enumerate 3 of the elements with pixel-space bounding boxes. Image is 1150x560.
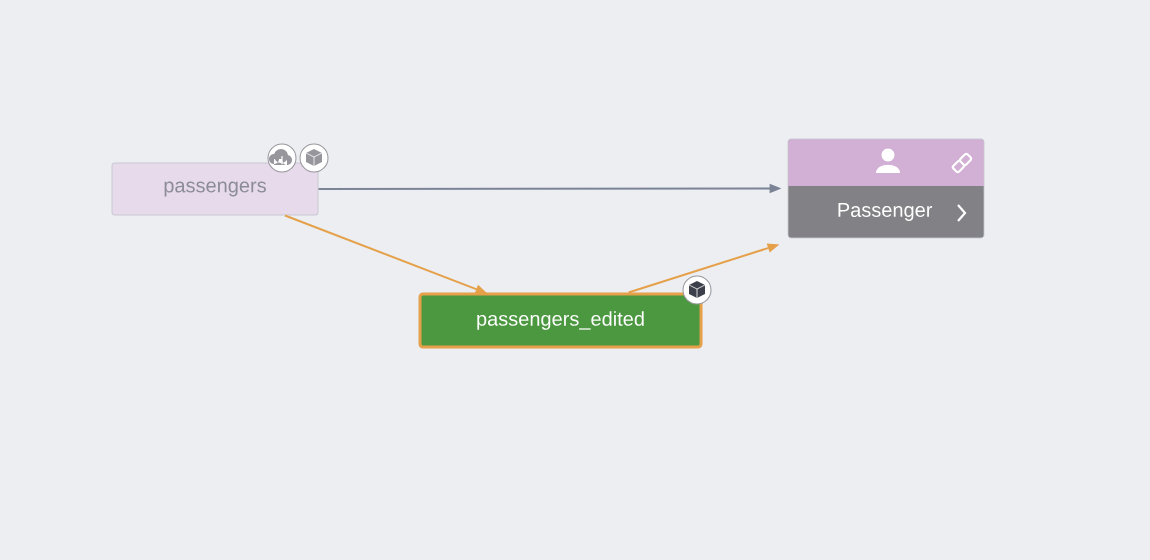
dataset-box: passengers	[111, 162, 319, 216]
dataset-box: passengers_edited	[418, 292, 703, 349]
entity-card: Passenger	[787, 138, 985, 239]
